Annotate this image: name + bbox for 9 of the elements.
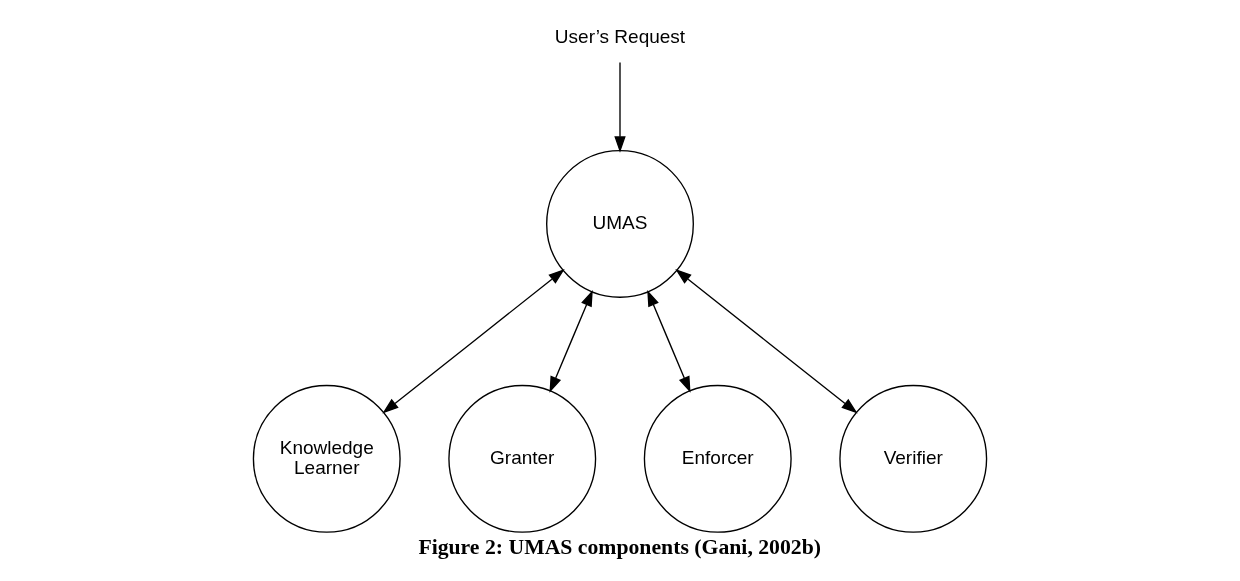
arrow [614, 61, 626, 153]
arrow [675, 269, 858, 414]
arrow [549, 289, 593, 393]
node-circle: Granter [448, 384, 597, 533]
arrow [647, 289, 691, 393]
node-text: User’s Request [554, 26, 686, 47]
arrow [382, 269, 565, 414]
caption: Figure 2: UMAS components (Gani, 2002b) [418, 534, 821, 559]
node-circle: Enforcer [643, 384, 792, 533]
